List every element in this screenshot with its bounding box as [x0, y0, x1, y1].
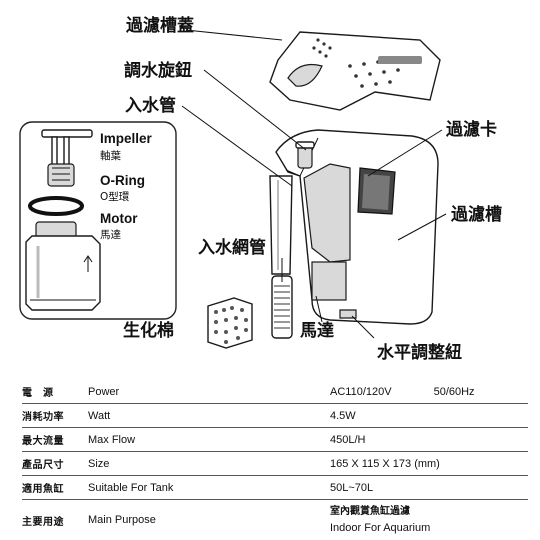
- o-ring-part: [28, 196, 84, 216]
- cover-label: 過濾槽蓋: [126, 15, 194, 36]
- spec-label-en: Watt: [88, 409, 111, 422]
- spec-value-voltage: AC110/120V: [330, 385, 392, 398]
- spec-table: 電 源 Power AC110/120V 50/60Hz 消耗功率 Watt 4…: [22, 380, 528, 540]
- intake-label: 入水管: [125, 95, 176, 116]
- knob-label: 調水旋鈕: [124, 60, 192, 81]
- spec-value: 50L~70L: [330, 481, 374, 494]
- motor-zh-label: 馬達: [100, 229, 121, 241]
- bio-sponge-part: [207, 297, 253, 349]
- intake-mesh-part: [271, 275, 293, 339]
- o-ring-en-label: O-Ring: [100, 173, 145, 188]
- spec-value-en: Indoor For Aquarium: [330, 522, 431, 534]
- spec-label-en: Power: [88, 385, 120, 398]
- leader-lines: [181, 29, 447, 339]
- spec-value: AC110/120V 50/60Hz: [330, 386, 528, 398]
- spec-label-en: Size: [88, 457, 110, 470]
- spec-value: 165 X 115 X 173 (mm): [330, 457, 440, 470]
- spec-label-en: Suitable For Tank: [88, 481, 174, 494]
- spec-row-size: 產品尺寸 Size 165 X 115 X 173 (mm): [22, 452, 528, 476]
- spec-value: 450L/H: [330, 433, 366, 446]
- motor-label: 馬達: [300, 321, 334, 341]
- spec-row-watt: 消耗功率 Watt 4.5W: [22, 404, 528, 428]
- o-ring-zh-label: O型環: [100, 190, 130, 203]
- sponge-label: 生化棉: [123, 320, 174, 341]
- impeller-zh-label: 軸葉: [100, 149, 121, 162]
- filter-tank-label: 過濾槽: [451, 204, 502, 225]
- impeller-part: [41, 129, 93, 187]
- spec-value: 室內觀賞魚缸過濾 Indoor For Aquarium: [330, 503, 528, 537]
- spec-row-purpose: 主要用途 Main Purpose 室內觀賞魚缸過濾 Indoor For Aq…: [22, 500, 528, 540]
- spec-row-max-flow: 最大流量 Max Flow 450L/H: [22, 428, 528, 452]
- spec-label-en: Max Flow: [88, 433, 136, 446]
- spec-label-zh: 電 源: [22, 388, 54, 399]
- spec-label-en: Main Purpose: [88, 514, 156, 526]
- level-knob-label: 水平調整紐: [377, 342, 462, 363]
- motor-inset: Impeller 軸葉 O-Ring O型環 Motor 馬達: [19, 121, 177, 320]
- spec-row-power: 電 源 Power AC110/120V 50/60Hz: [22, 380, 528, 404]
- spec-row-tank: 適用魚缸 Suitable For Tank 50L~70L: [22, 476, 528, 500]
- intake-mesh-label: 入水網管: [198, 237, 266, 258]
- spec-label-zh: 主要用途: [22, 516, 64, 528]
- spec-value-zh: 室內觀賞魚缸過濾: [330, 506, 410, 517]
- spec-value: 4.5W: [330, 409, 356, 422]
- spec-label-zh: 消耗功率: [22, 412, 64, 423]
- spec-label-zh: 最大流量: [22, 436, 64, 447]
- filter-card-label: 過濾卡: [446, 119, 497, 140]
- filter-tank-part: [269, 129, 439, 325]
- spec-label-zh: 產品尺寸: [22, 460, 64, 471]
- motor-part: [25, 221, 101, 311]
- filter-cover-part: [269, 31, 441, 111]
- impeller-en-label: Impeller: [100, 131, 153, 146]
- motor-en-label: Motor: [100, 211, 138, 226]
- spec-label-zh: 適用魚缸: [22, 484, 64, 495]
- spec-value-frequency: 50/60Hz: [433, 385, 475, 398]
